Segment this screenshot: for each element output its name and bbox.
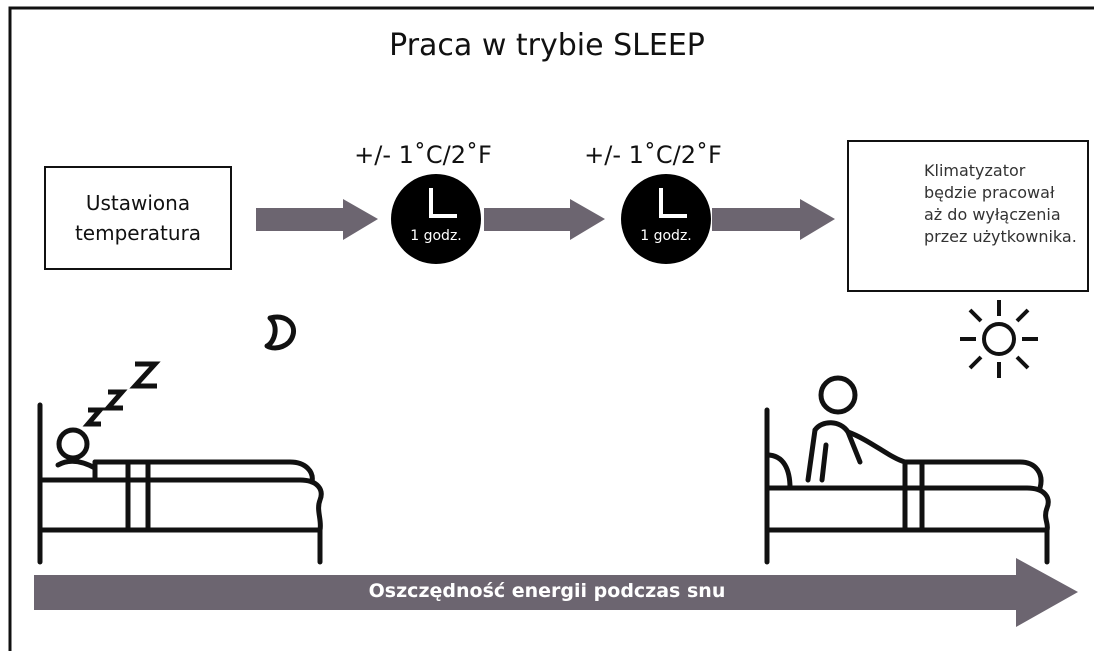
- energy-saving-arrow: [34, 558, 1078, 627]
- diagram-title: Praca w trybie SLEEP: [389, 28, 705, 63]
- sun-icon: [960, 300, 1038, 378]
- frame-border: [8, 6, 1094, 651]
- energy-saving-label: Oszczędność energii podczas snu: [368, 580, 726, 602]
- waking-person-icon: [764, 375, 1051, 565]
- arrow-1: [256, 199, 378, 240]
- sleeping-person-icon: [37, 402, 324, 565]
- moon-icon: [264, 314, 297, 351]
- arrow-2: [484, 199, 605, 240]
- set-temperature-label: Ustawiona temperatura: [74, 191, 202, 245]
- clock-icon: [391, 174, 481, 264]
- set-temperature-box: Ustawiona temperatura: [44, 166, 232, 270]
- step-1-duration: 1 godz.: [410, 228, 462, 244]
- clock-icon: [621, 174, 711, 264]
- zzz-icon: [82, 361, 161, 427]
- arrow-3: [712, 199, 835, 240]
- step-2-duration: 1 godz.: [640, 228, 692, 244]
- step-2-delta: +/- 1˚C/2˚F: [584, 141, 722, 169]
- final-note-text: Klimatyzator będzie pracował aż do wyłąc…: [924, 161, 1077, 246]
- final-note-box: [847, 140, 1089, 292]
- step-1-delta: +/- 1˚C/2˚F: [354, 141, 492, 169]
